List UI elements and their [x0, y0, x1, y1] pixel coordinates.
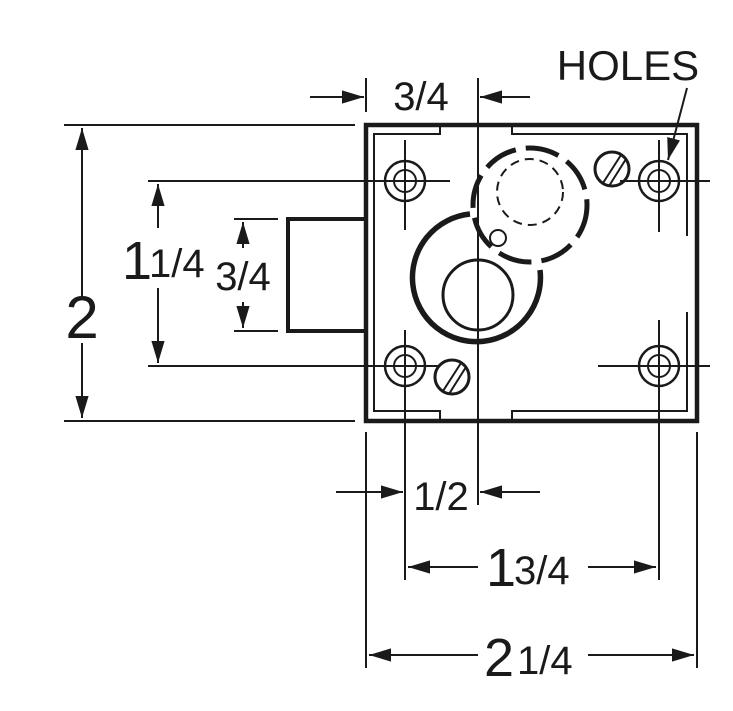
label-hole-spacing-horizontal: 1 3/4 [486, 538, 570, 598]
label-hole-spacing-vertical-fraction: 1/4 [149, 242, 205, 286]
label-hole-spacing-vertical: 1 1/4 [122, 231, 205, 291]
label-holes: HOLES [557, 42, 699, 89]
cam-cylinder [409, 145, 590, 345]
screw-top-right [593, 150, 631, 188]
screw-bottom-middle [433, 358, 471, 396]
label-hole-spacing-vertical-whole: 1 [122, 231, 152, 291]
dimension-lines [75, 87, 694, 662]
label-hole-offset: 1/2 [413, 475, 469, 519]
label-hole-spacing-horizontal-fraction: 3/4 [514, 549, 570, 593]
label-overall-width: 2 1/4 [484, 628, 573, 688]
label-top-width: 3/4 [393, 75, 449, 119]
extension-lines [64, 78, 710, 668]
label-hole-spacing-horizontal-whole: 1 [486, 538, 516, 598]
label-top-width-text: 3/4 [393, 75, 449, 119]
bolt [286, 217, 368, 333]
label-bolt-height: 3/4 [215, 255, 271, 299]
label-overall-width-fraction: 1/4 [517, 639, 573, 683]
label-overall-height: 2 [65, 284, 98, 351]
label-overall-width-whole: 2 [484, 628, 514, 688]
